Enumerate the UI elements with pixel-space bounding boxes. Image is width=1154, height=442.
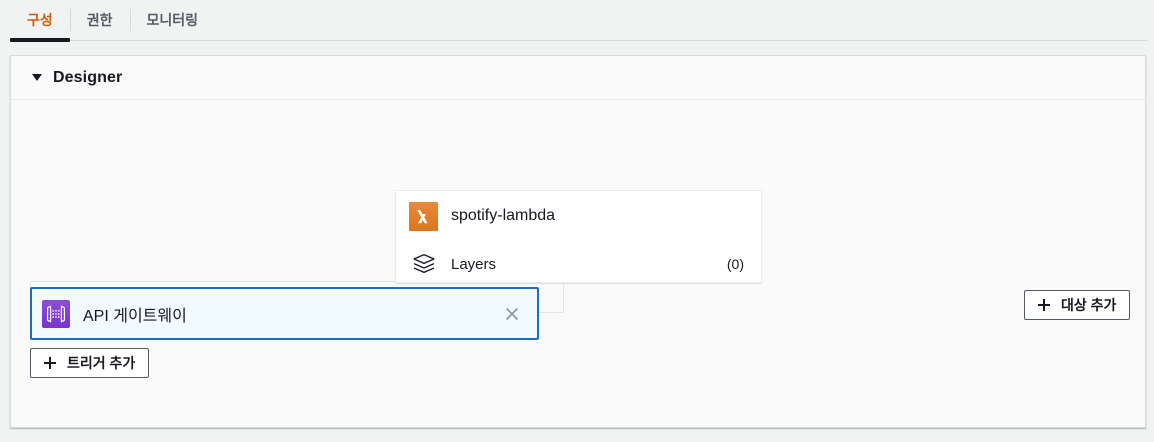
tab-configuration-label: 구성 [27,12,53,28]
layers-count: (0) [726,256,744,272]
add-trigger-button[interactable]: 트리거 추가 [30,348,150,378]
api-gateway-icon [42,299,70,328]
tab-permissions-label: 권한 [86,12,113,28]
close-icon[interactable] [501,303,523,325]
caret-down-icon[interactable] [32,74,42,81]
add-destination-button[interactable]: 대상 추가 [1024,290,1131,320]
add-trigger-label: 트리거 추가 [67,355,136,371]
add-destination-label: 대상 추가 [1061,297,1117,313]
tab-permissions[interactable]: 권한 [69,0,130,40]
tab-bar-divider [10,40,1148,41]
tab-list: 구성 권한 모니터링 [10,0,1148,40]
panel-title: Designer [53,68,123,86]
plus-icon [44,357,56,369]
trigger-card-api-gateway[interactable]: API 게이트웨이 [30,287,539,340]
active-tab-indicator [10,38,70,42]
tab-bar: 구성 권한 모니터링 [10,0,1148,42]
function-card-title-row: spotify-lambda [396,191,761,241]
designer-panel-header[interactable]: Designer [11,56,1145,100]
layers-row[interactable]: Layers (0) [396,241,761,287]
tab-monitoring[interactable]: 모니터링 [129,0,216,40]
tab-configuration[interactable]: 구성 [10,0,70,40]
plus-icon [1038,299,1050,311]
layers-label: Layers [451,255,497,273]
layers-stack-icon [409,250,438,279]
function-name: spotify-lambda [451,207,556,224]
designer-canvas: spotify-lambda Layers (0) [11,100,1145,427]
trigger-name: API 게이트웨이 [83,307,187,325]
tab-monitoring-label: 모니터링 [146,12,199,28]
lambda-icon [409,201,438,231]
function-card[interactable]: spotify-lambda Layers (0) [395,190,762,283]
designer-panel: Designer spotify-lambda [10,55,1146,428]
